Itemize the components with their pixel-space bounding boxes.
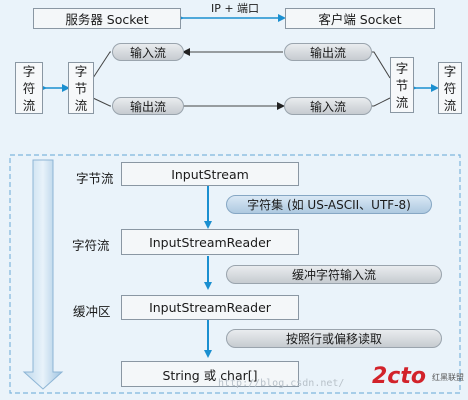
server-socket-label: 服务器 Socket — [65, 12, 149, 27]
right-byte-stream-2: 流 — [395, 94, 409, 110]
server-socket-box: 服务器 Socket — [33, 8, 181, 29]
left-char-stream-0: 字 — [22, 63, 36, 79]
inputstream-label: InputStream — [171, 166, 249, 182]
row-label-buffer: 缓冲区 — [73, 304, 111, 319]
right-byte-stream-1: 节 — [395, 77, 409, 93]
right-byte-stream-0: 字 — [395, 60, 409, 76]
left-byte-stream-2: 流 — [74, 97, 88, 113]
left-char-stream-2: 流 — [22, 97, 36, 113]
left-byte-stream-0: 字 — [74, 63, 88, 79]
buffered-reader-box: InputStreamReader — [121, 295, 299, 320]
right-upper-pill: 输出流 — [284, 43, 372, 61]
left-byte-stream-box: 字 节 流 — [68, 62, 94, 114]
charset-pill: 字符集 (如 US-ASCII、UTF-8) — [226, 195, 432, 214]
left-lower-pill: 输出流 — [112, 97, 184, 115]
watermark-url: http://blog.csdn.net/ — [218, 378, 345, 389]
left-byte-stream-1: 节 — [74, 80, 88, 96]
right-lower-branch — [372, 97, 391, 107]
big-down-arrow — [22, 159, 64, 390]
left-upper-pill: 输入流 — [112, 43, 184, 61]
right-char-stream-0: 字 — [443, 63, 457, 79]
right-char-stream-2: 流 — [443, 97, 457, 113]
right-char-stream-1: 符 — [443, 80, 457, 96]
output-label: String 或 char[] — [162, 367, 258, 383]
watermark-site-sub: 红黑联盟 — [432, 373, 464, 382]
dashed-container — [9, 154, 461, 394]
right-char-stream-box: 字 符 流 — [438, 62, 462, 114]
inputstream-box: InputStream — [121, 162, 299, 186]
inputstreamreader-box: InputStreamReader — [121, 229, 299, 255]
watermark-logo: 2cto 红黑联盟 — [372, 364, 464, 396]
left-upper-branch — [92, 51, 111, 79]
left-lower-branch — [92, 97, 111, 107]
output-box: String 或 char[] — [121, 361, 299, 387]
inputstreamreader-label: InputStreamReader — [149, 234, 271, 250]
watermark-site: 2cto — [372, 364, 426, 389]
right-lower-pill: 输入流 — [284, 97, 372, 115]
read-mode-pill: 按照行或偏移读取 — [226, 329, 442, 348]
client-socket-label: 客户端 Socket — [318, 12, 402, 27]
row-label-char-stream: 字符流 — [72, 238, 110, 253]
right-upper-branch — [372, 51, 391, 79]
left-char-stream-1: 符 — [22, 80, 36, 96]
link-label: IP + 端口 — [210, 2, 260, 15]
buffered-pill: 缓冲字符输入流 — [226, 265, 442, 284]
row-label-byte-stream: 字节流 — [76, 171, 114, 186]
client-socket-box: 客户端 Socket — [285, 8, 435, 29]
left-char-stream-box: 字 符 流 — [15, 62, 43, 114]
right-byte-stream-box: 字 节 流 — [390, 57, 414, 113]
buffered-reader-label: InputStreamReader — [149, 300, 271, 315]
